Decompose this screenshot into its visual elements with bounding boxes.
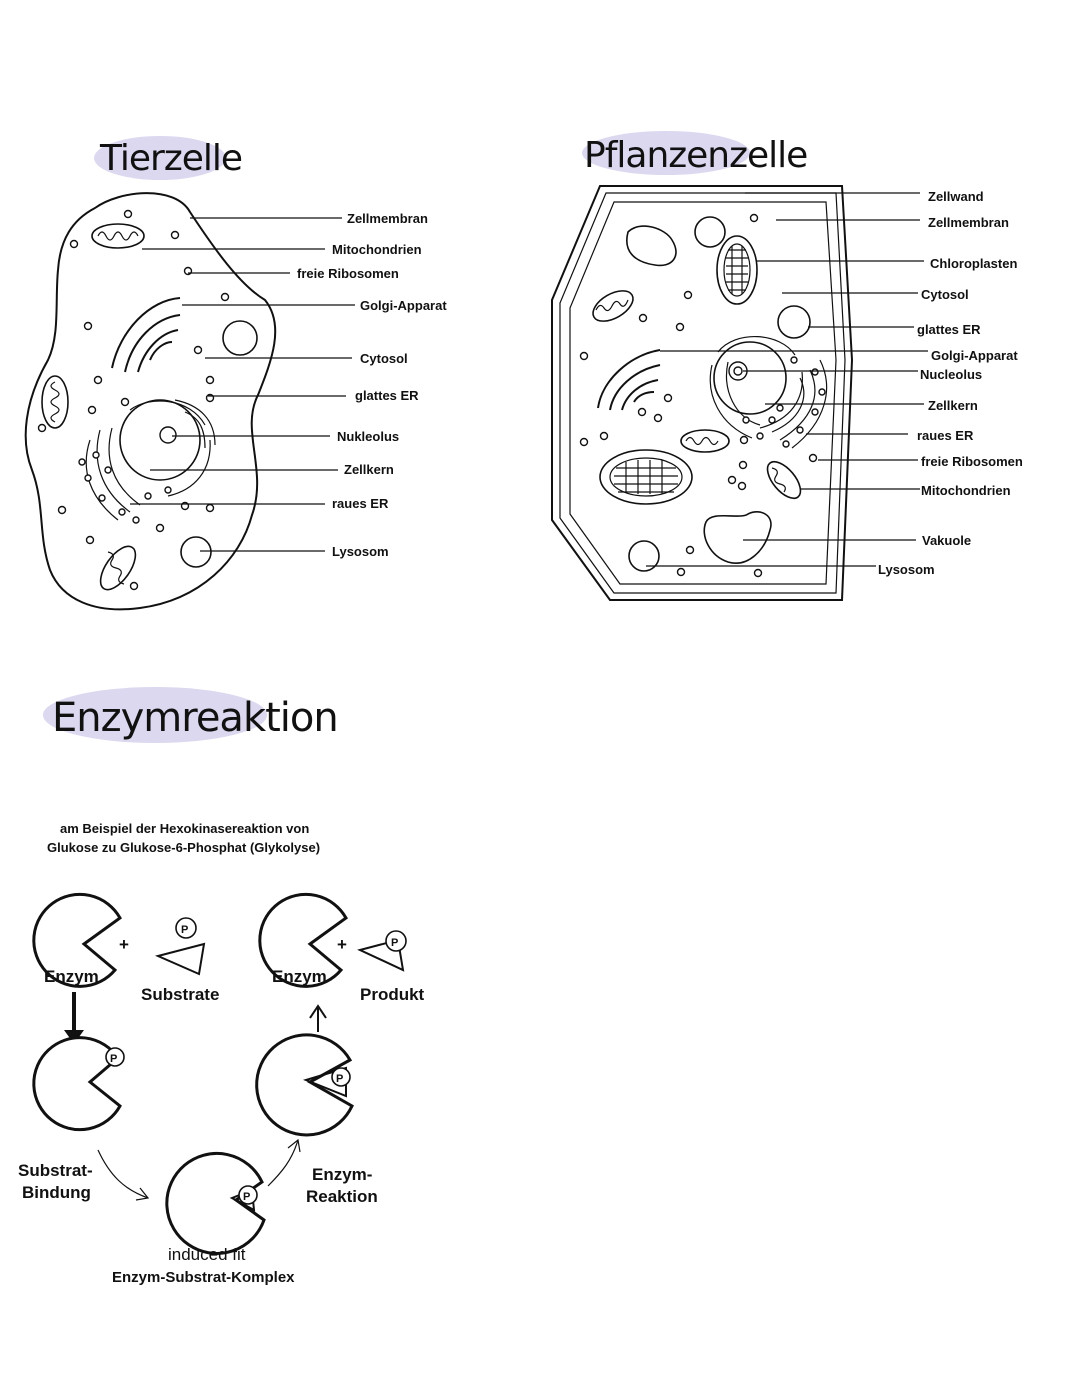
reaction-label-1: Enzym-	[312, 1165, 372, 1184]
animal-label-free-ribosomes: freie Ribosomen	[297, 266, 399, 281]
animal-label-cell-membrane: Zellmembran	[347, 211, 428, 226]
animal-label-nucleus: Zellkern	[344, 462, 394, 477]
plant-cell-membrane	[569, 201, 837, 585]
animal-lysosome	[180, 536, 212, 568]
complex-label-2: Enzym-Substrat-Komplex	[112, 1269, 295, 1286]
animal-nucleolus	[159, 426, 177, 444]
animal-free-ribosomes	[37, 209, 230, 591]
phosphate-symbol: P	[181, 924, 188, 936]
title-highlight	[582, 131, 750, 175]
plant-rough-er	[742, 356, 828, 449]
plant-nucleus	[709, 335, 803, 439]
animal-mitochondrion	[41, 375, 69, 429]
plant-lysosome	[694, 216, 726, 248]
released-enzyme: Enzym	[258, 892, 348, 988]
animal-label-nucleolus: Nukleolus	[337, 429, 399, 444]
plant-cell-title: Pflanzenzelle	[584, 135, 807, 176]
plant-golgi	[597, 349, 661, 411]
animal-label-smooth-er: glattes ER	[355, 388, 419, 403]
plant-label-mitochondria: Mitochondrien	[921, 483, 1011, 498]
product: P Produkt	[357, 930, 425, 1004]
plant-free-ribosomes	[579, 213, 818, 578]
plant-label-vacuole: Vakuole	[922, 533, 971, 548]
plant-cell-diagram: Pflanzenzelle	[551, 131, 1023, 601]
title-highlight	[94, 136, 226, 180]
enzyme-title: Enzymreaktion	[52, 695, 338, 741]
animal-cell-diagram: Tierzelle	[24, 136, 447, 611]
plant-label-chloroplasts: Chloroplasten	[930, 256, 1017, 271]
plant-lysosome	[777, 305, 811, 339]
animal-smooth-er	[174, 399, 216, 449]
enzyme-label: Enzym	[272, 967, 327, 986]
plus-sign: +	[337, 935, 347, 954]
plant-chloroplast	[716, 235, 758, 305]
product-label: Produkt	[360, 985, 425, 1004]
svg-text:P: P	[110, 1053, 117, 1065]
animal-cell-title: Tierzelle	[99, 138, 242, 179]
enzyme-caption-line2: Glukose zu Glukose-6-Phosphat (Glykolyse…	[47, 840, 320, 855]
free-enzyme: Enzym	[32, 892, 122, 988]
plant-label-lysosome: Lysosom	[878, 562, 935, 577]
reaction-label-2: Reaktion	[306, 1187, 378, 1206]
animal-label-golgi: Golgi-Apparat	[360, 298, 447, 313]
arrow-binding	[97, 1149, 149, 1199]
plant-label-cell-membrane: Zellmembran	[928, 215, 1009, 230]
animal-label-mitochondria: Mitochondrien	[332, 242, 422, 257]
animal-label-rough-er: raues ER	[332, 496, 389, 511]
plant-label-golgi: Golgi-Apparat	[931, 348, 1018, 363]
animal-mitochondrion	[91, 223, 145, 249]
plant-lysosome	[628, 540, 660, 572]
plant-label-free-ribosomes: freie Ribosomen	[921, 454, 1023, 469]
title-highlight	[43, 687, 267, 743]
plant-mitochondrion	[680, 429, 730, 453]
complex-label-1: induced fit	[168, 1245, 246, 1264]
enzyme-substrate-complex: P	[165, 1151, 266, 1255]
plant-mitochondrion	[766, 460, 802, 500]
animal-mitochondrion	[99, 545, 137, 591]
enzyme-caption-line1: am Beispiel der Hexokinasereaktion von	[60, 821, 309, 836]
plant-vacuole	[626, 225, 677, 267]
svg-text:P: P	[336, 1073, 343, 1085]
binding-label-1: Substrat-	[18, 1161, 93, 1180]
plant-label-nucleus: Zellkern	[928, 398, 978, 413]
animal-rough-er	[78, 427, 172, 524]
plant-label-smooth-er: glattes ER	[917, 322, 981, 337]
animal-label-cytosol: Cytosol	[360, 351, 408, 366]
plant-label-cell-wall: Zellwand	[928, 189, 984, 204]
plant-label-nucleolus: Nucleolus	[920, 367, 982, 382]
svg-text:P: P	[391, 937, 398, 949]
binding-label-2: Bindung	[22, 1183, 91, 1202]
plant-chloroplast	[599, 449, 693, 505]
plant-mitochondrion	[592, 290, 634, 322]
enzyme-binding-state: P	[32, 1036, 125, 1132]
animal-label-lysosome: Lysosom	[332, 544, 389, 559]
substrate-label: Substrate	[141, 985, 219, 1004]
plus-sign: +	[119, 935, 129, 954]
plant-cell-wall	[551, 185, 854, 601]
animal-nucleus	[119, 399, 211, 497]
animal-cell-membrane	[24, 192, 277, 611]
enzyme-label: Enzym	[44, 967, 99, 986]
plant-vacuole-large	[703, 511, 772, 564]
animal-leader-lines	[130, 217, 355, 552]
svg-text:P: P	[243, 1191, 250, 1203]
plant-label-cytosol: Cytosol	[921, 287, 969, 302]
animal-golgi	[111, 297, 181, 373]
plant-leader-lines	[646, 192, 928, 567]
arrow-reaction	[267, 1139, 299, 1187]
substrate: P Substrate	[141, 917, 219, 1004]
enzyme-reaction-diagram: Enzymreaktion am Beispiel der Hexokinase…	[18, 687, 425, 1286]
enzyme-reaction-state: P	[255, 1033, 354, 1137]
plant-label-rough-er: raues ER	[917, 428, 974, 443]
animal-lysosome	[222, 320, 258, 356]
